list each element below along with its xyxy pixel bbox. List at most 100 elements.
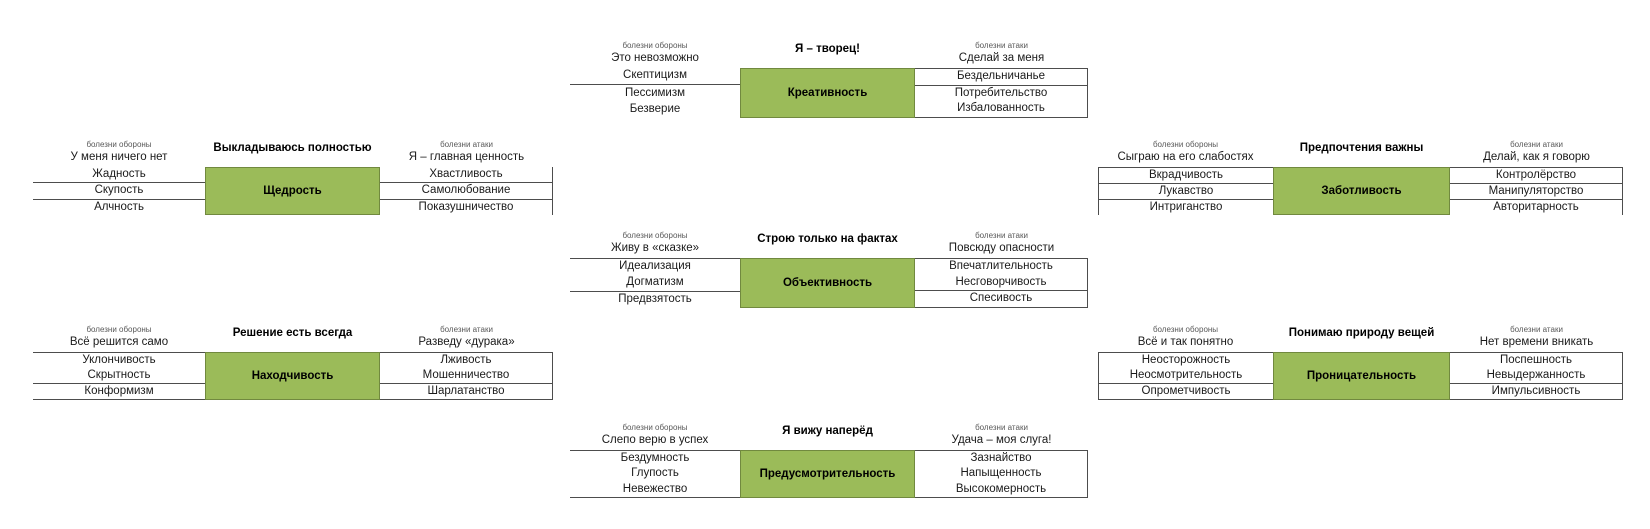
attack-header: болезни атаки Повсюду опасности [915, 231, 1088, 258]
attack-motto: Повсюду опасности [948, 242, 1055, 255]
attack-diseases-label: болезни атаки [440, 324, 493, 334]
block-header: болезни обороны Живу в «сказке» Строю то… [570, 224, 1088, 258]
disease-item: Поспешность [1499, 353, 1572, 366]
defense-diseases-list: Жадность Скупость Алчность [33, 167, 205, 215]
defense-diseases-label: болезни обороны [86, 324, 152, 334]
block-body: Бездумность Глупость Невежество Предусмо… [570, 450, 1088, 498]
block-header: болезни обороны Сыграю на его слабостях … [1098, 133, 1623, 167]
disease-item: Высокомерность [955, 482, 1047, 495]
defense-motto: Всё и так понятно [1137, 336, 1234, 349]
defense-diseases-list: Бездумность Глупость Невежество [570, 450, 740, 498]
defense-motto: Слепо верю в успех [601, 434, 709, 447]
disease-item: Скупость [33, 183, 205, 200]
virtue-box: Объективность [740, 258, 915, 308]
defense-diseases-label: болезни обороны [622, 422, 688, 432]
attack-header: болезни атаки Делай, как я говорю [1450, 140, 1623, 167]
attack-diseases-list: Впечатлительность Несговорчивость Спесив… [915, 258, 1088, 308]
disease-item: Пессимизм [624, 86, 686, 99]
block-generosity: болезни обороны У меня ничего нет Выклад… [33, 133, 553, 215]
block-header: болезни обороны Это невозможно Я – творе… [570, 34, 1088, 68]
disease-item: Мошенничество [380, 368, 552, 384]
attack-diseases-label: болезни атаки [1510, 324, 1563, 334]
disease-item: Импульсивность [1491, 384, 1581, 397]
disease-item: Впечатлительность [949, 260, 1053, 273]
attack-diseases-label: болезни атаки [1510, 139, 1563, 149]
disease-item: Неосмотрительность [1099, 368, 1273, 384]
disease-item: Избалованность [957, 102, 1045, 115]
disease-item: Манипуляторство [1450, 184, 1622, 200]
block-resourcefulness: болезни обороны Всё решится само Решение… [33, 318, 553, 400]
defense-motto: Сыграю на его слабостях [1117, 151, 1254, 164]
disease-item: Скептицизм [570, 68, 740, 86]
block-body: Вкрадчивость Лукавство Интриганство Забо… [1098, 167, 1623, 215]
attack-header: болезни атаки Удача – моя слуга! [915, 423, 1088, 450]
defense-header: болезни обороны Это невозможно [570, 41, 740, 68]
disease-item: Напыщенность [960, 467, 1042, 480]
disease-item: Предвзятость [618, 293, 692, 306]
block-header: болезни обороны Всё решится само Решение… [33, 318, 553, 352]
attack-diseases-list: Лживость Мошенничество Шарлатанство [380, 352, 553, 400]
attack-diseases-list: Зазнайство Напыщенность Высокомерность [915, 450, 1088, 498]
defense-diseases-list: Вкрадчивость Лукавство Интриганство [1098, 167, 1273, 215]
defense-diseases-list: Идеализация Догматизм Предвзятость [570, 258, 740, 308]
block-objectivity: болезни обороны Живу в «сказке» Строю то… [570, 224, 1088, 308]
attack-header: болезни атаки Сделай за меня [915, 41, 1088, 68]
disease-item: Лживость [440, 353, 492, 366]
disease-item: Скрытность [33, 368, 205, 384]
attack-motto: Нет времени вникать [1479, 336, 1594, 349]
disease-item: Идеализация [619, 260, 691, 273]
disease-item: Лукавство [1099, 184, 1273, 200]
virtue-box: Щедрость [205, 167, 380, 215]
disease-item: Зазнайство [970, 451, 1032, 464]
virtue-motto: Решение есть всегда [232, 327, 353, 339]
defense-motto: Это невозможно [611, 52, 699, 65]
virtue-box: Креативность [740, 68, 915, 118]
attack-diseases-label: болезни атаки [975, 422, 1028, 432]
disease-item: Алчность [94, 200, 144, 213]
virtue-motto: Строю только на фактах [757, 233, 898, 245]
disease-item: Вкрадчивость [1099, 168, 1273, 184]
block-header: болезни обороны У меня ничего нет Выклад… [33, 133, 553, 167]
disease-item: Несговорчивость [915, 275, 1087, 292]
virtue-box: Предусмотрительность [740, 450, 915, 498]
disease-item: Невежество [622, 482, 688, 495]
virtue-motto: Я вижу наперёд [782, 425, 873, 437]
block-body: Уклончивость Скрытность Конформизм Наход… [33, 352, 553, 400]
virtue-box: Проницательность [1273, 352, 1450, 400]
disease-item: Жадность [33, 167, 205, 184]
defense-motto: У меня ничего нет [70, 151, 168, 164]
block-header: болезни обороны Всё и так понятно Понима… [1098, 318, 1623, 352]
defense-motto: Живу в «сказке» [610, 242, 700, 255]
disease-item: Показушничество [418, 200, 514, 213]
block-header: болезни обороны Слепо верю в успех Я виж… [570, 416, 1088, 450]
block-body: Неосторожность Неосмотрительность Опроме… [1098, 352, 1623, 400]
disease-item: Контролёрство [1450, 168, 1622, 184]
defense-diseases-label: болезни обороны [1152, 139, 1219, 149]
disease-item: Невыдержанность [1450, 368, 1622, 384]
disease-item: Спесивость [969, 292, 1033, 305]
virtue-motto: Понимаю природу вещей [1288, 327, 1435, 339]
attack-diseases-label: болезни атаки [440, 139, 493, 149]
attack-diseases-list: Бездельничанье Потребительство Избалован… [915, 68, 1088, 118]
disease-item: Глупость [631, 467, 679, 480]
disease-item: Потребительство [954, 86, 1048, 99]
disease-item: Уклончивость [82, 353, 156, 366]
disease-item: Догматизм [570, 275, 740, 292]
attack-motto: Удача – моя слуга! [951, 434, 1052, 447]
attack-header: болезни атаки Разведу «дурака» [380, 325, 553, 352]
defense-header: болезни обороны Живу в «сказке» [570, 231, 740, 258]
disease-item: Шарлатанство [427, 384, 505, 397]
attack-motto: Разведу «дурака» [418, 336, 515, 349]
disease-item: Авторитарность [1493, 200, 1579, 213]
disease-item: Неосторожность [1141, 353, 1231, 366]
block-body: Идеализация Догматизм Предвзятость Объек… [570, 258, 1088, 308]
defense-header: болезни обороны Сыграю на его слабостях [1098, 140, 1273, 167]
disease-item: Безверие [629, 103, 681, 116]
virtue-motto: Я – творец! [795, 43, 860, 55]
defense-diseases-label: болезни обороны [1152, 324, 1219, 334]
defense-diseases-list: Уклончивость Скрытность Конформизм [33, 352, 205, 400]
block-insight: болезни обороны Всё и так понятно Понима… [1098, 318, 1623, 400]
attack-motto: Сделай за меня [958, 52, 1045, 65]
attack-header: болезни атаки Я – главная ценность [380, 140, 553, 167]
